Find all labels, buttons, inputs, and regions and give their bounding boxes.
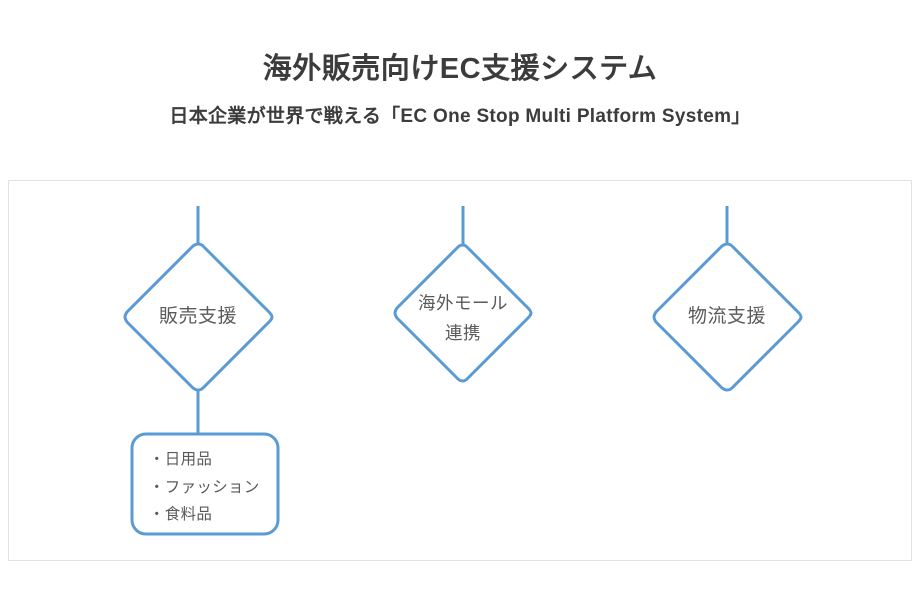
page-header: 海外販売向けEC支援システム 日本企業が世界で戦える「EC One Stop M… — [0, 0, 920, 129]
diamond-label-logistics-support: 物流支援 — [687, 306, 766, 327]
list-item-fashion: ・ファッション — [149, 478, 260, 496]
diamond-shape-logistics-support[interactable] — [652, 242, 803, 392]
page-subtitle: 日本企業が世界で戦える「EC One Stop Multi Platform S… — [169, 105, 751, 127]
diamond-label-overseas-mall-link: 海外モール 連携 — [333, 289, 593, 349]
diagram-frame: 販売支援 海外モール 連携 物流支援 ・日用品 ・ファッション ・食料品 — [8, 180, 912, 561]
diamond-shape-sales-support[interactable] — [123, 242, 274, 392]
product-category-box-shape[interactable] — [130, 432, 280, 536]
diamond-label-sales-support: 販売支援 — [158, 306, 237, 327]
diamond-label-overseas-mall-link-line1: 海外モール — [418, 293, 508, 313]
diamond-label-overseas-mall-link-line2: 連携 — [445, 322, 481, 343]
list-item-daily-goods: ・日用品 — [149, 451, 213, 468]
list-item-food: ・食料品 — [149, 506, 213, 524]
diagram-canvas — [123, 206, 803, 536]
page-title: 海外販売向けEC支援システム — [262, 53, 658, 85]
diamond-shape-overseas-mall-link[interactable] — [393, 243, 533, 383]
product-category-list: ・日用品 ・ファッション ・食料品 — [149, 446, 277, 529]
